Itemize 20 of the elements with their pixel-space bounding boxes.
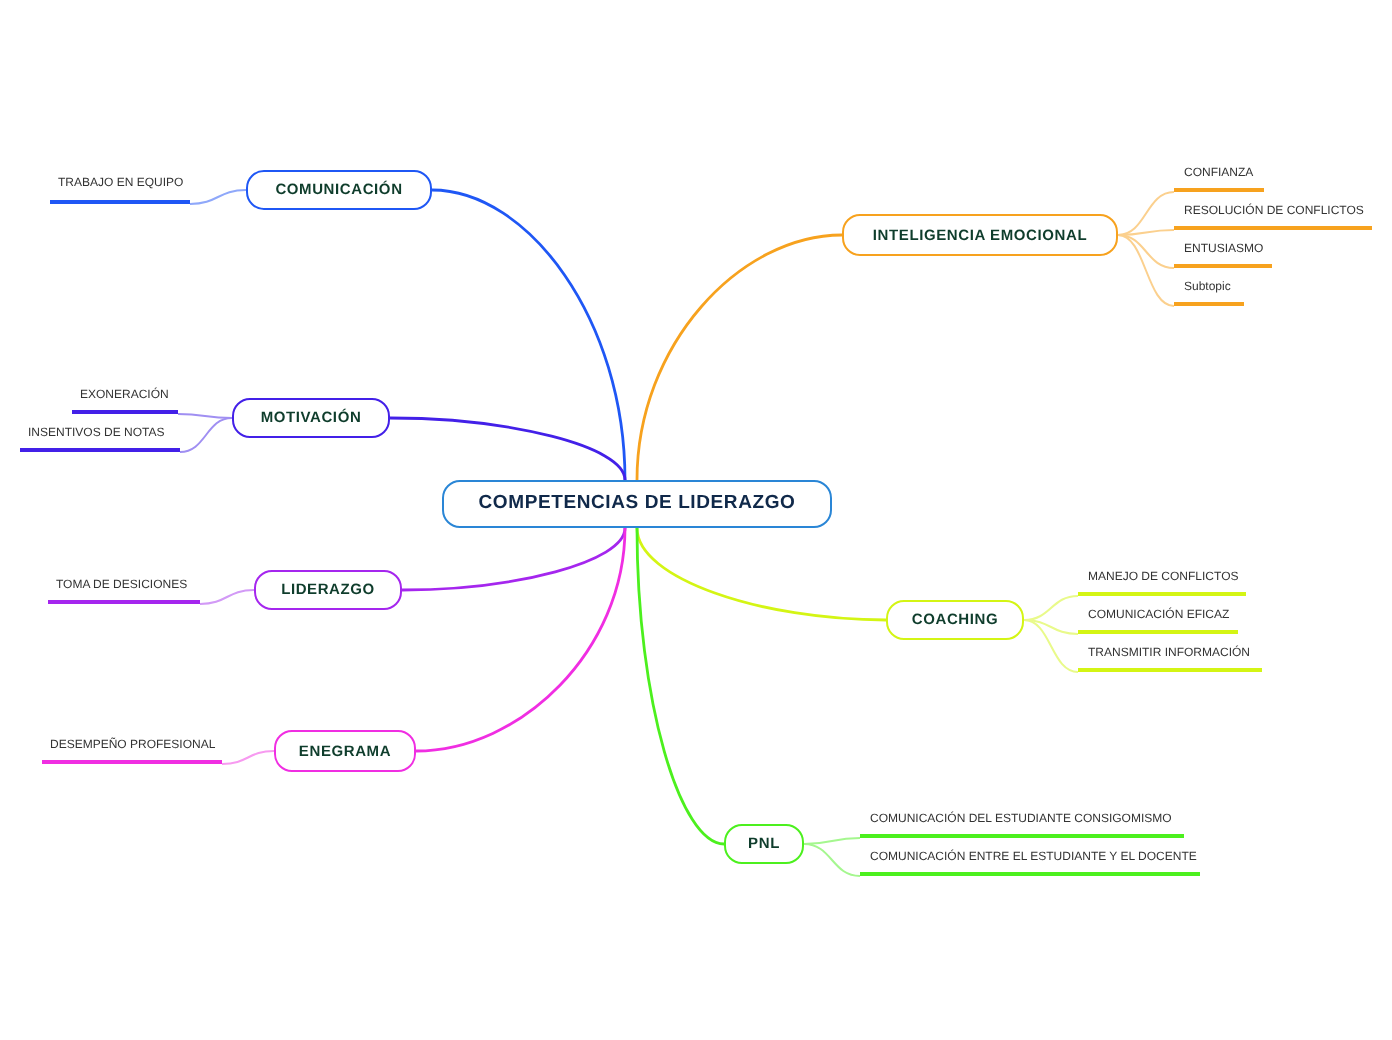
connector-line (1117, 229, 1175, 236)
connector-line (415, 527, 627, 753)
connector-line (635, 527, 725, 846)
connector-line (803, 843, 861, 877)
connector-line (1117, 234, 1175, 269)
connector-line (635, 527, 887, 622)
connector-line (431, 188, 627, 481)
connector-line (1117, 234, 1175, 307)
connector-line (635, 233, 843, 481)
connector-line (179, 417, 233, 453)
connector-line (199, 589, 255, 605)
connector-line (221, 750, 275, 765)
connector-line (1023, 619, 1079, 635)
central-topic-box: COMPETENCIAS DE LIDERAZGO (442, 480, 832, 528)
connector-line (177, 413, 233, 419)
connector-line (1023, 619, 1079, 673)
connector-line (189, 189, 247, 205)
connector-line (389, 416, 627, 481)
connector-line (1117, 191, 1175, 236)
connector-line (401, 527, 627, 592)
